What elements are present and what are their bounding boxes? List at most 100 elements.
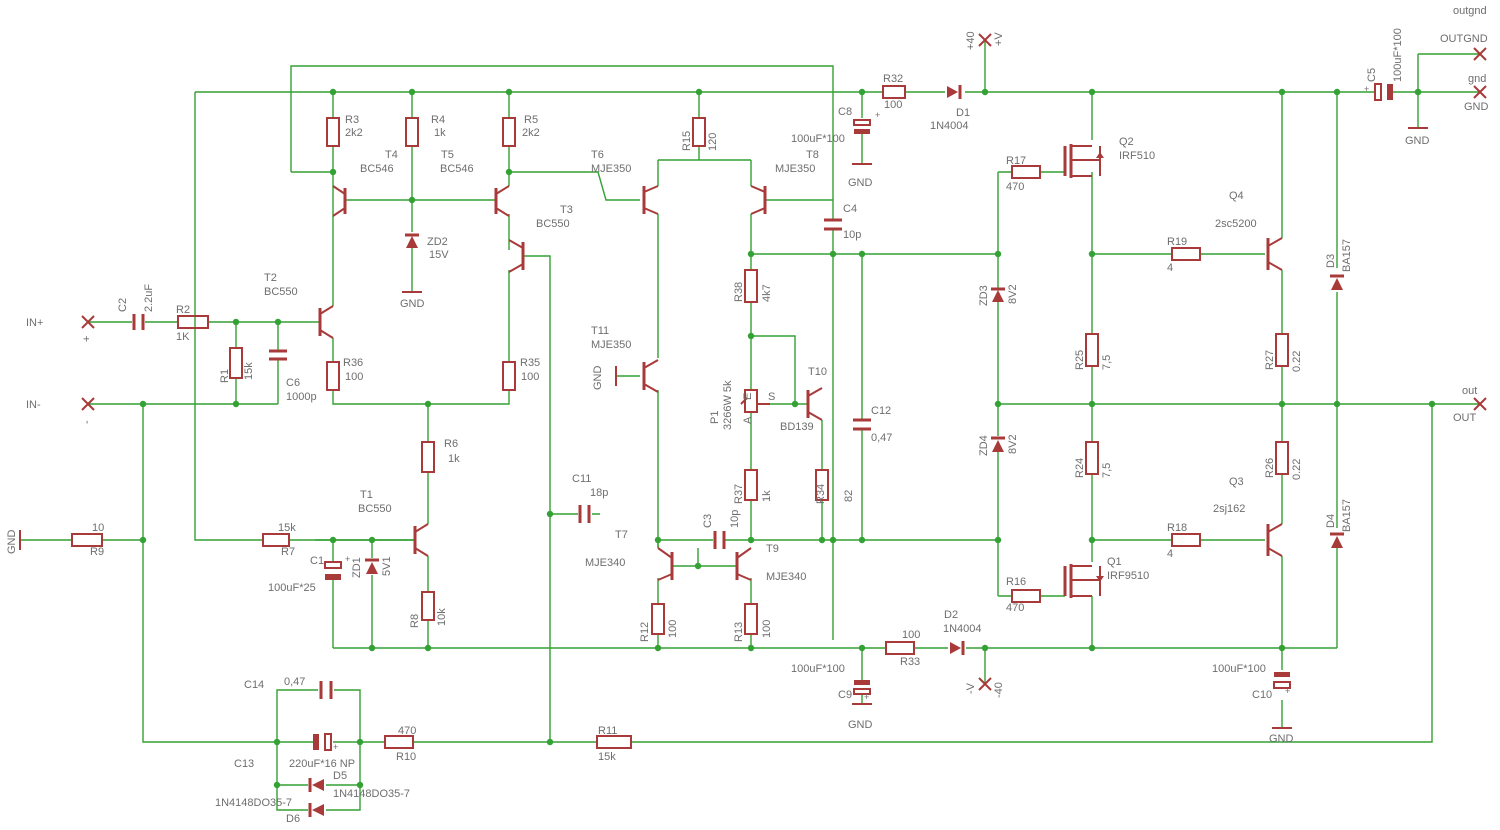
label-q1-value: IRF9510 — [1107, 570, 1149, 582]
label-r13-value: 100 — [761, 620, 773, 638]
label-t4-name: T4 — [385, 149, 398, 161]
label-c12-name: C12 — [871, 405, 891, 417]
diodes — [308, 85, 1344, 817]
port-in-plus-sign: + — [81, 336, 93, 342]
resistor-r9 — [71, 533, 103, 547]
resistor-r13 — [744, 603, 758, 635]
port-in-minus-sign: - — [81, 420, 93, 424]
label-t6-value: MJE350 — [591, 163, 631, 175]
port-outgnd-net: outgnd — [1453, 5, 1487, 17]
label-c9-value: 100uF*100 — [791, 663, 845, 675]
label-t1-name: T1 — [360, 489, 373, 501]
label-t1-value: BC550 — [358, 503, 392, 515]
label-q2-name: Q2 — [1119, 136, 1134, 148]
resistor-r35 — [502, 361, 516, 391]
diode-d1 — [947, 85, 962, 99]
polarity-marks: + + + + + + — [333, 84, 1369, 752]
label-t11-name: T11 — [591, 325, 609, 337]
label-r37-name: R37 — [733, 484, 745, 504]
label-t8-name: T8 — [806, 149, 819, 161]
label-q2-value: IRF510 — [1119, 150, 1155, 162]
resistor-r1 — [229, 347, 243, 379]
capacitor-c10 — [1273, 672, 1291, 689]
label-p1-value: 3266W 5k — [722, 380, 734, 430]
label-r19-value: 4 — [1167, 262, 1173, 274]
label-r2-name: R2 — [176, 304, 190, 316]
diode-d6 — [308, 803, 324, 817]
label-r3-value: 2k2 — [345, 127, 363, 139]
port-in-plus-label: IN+ — [26, 317, 43, 329]
transistors — [318, 144, 1283, 598]
label-p1-pin-e: E — [742, 393, 754, 400]
label-r34-value: 82 — [843, 490, 855, 502]
capacitor-c11 — [578, 505, 591, 523]
junctions — [139, 88, 1436, 789]
resistor-r6 — [421, 441, 435, 473]
label-r26-value: 0.22 — [1291, 459, 1303, 480]
transistor-q4 — [1266, 237, 1283, 271]
label-r5-value: 2k2 — [522, 127, 540, 139]
resistor-r17 — [1011, 165, 1041, 179]
label-c10-name: C10 — [1252, 689, 1272, 701]
transistor-t2 — [318, 305, 334, 339]
capacitors — [132, 83, 1393, 751]
label-r24-value: 7,5 — [1101, 463, 1113, 478]
capacitor-c14 — [319, 681, 333, 699]
resistor-r24 — [1085, 441, 1099, 475]
resistor-r18 — [1171, 533, 1201, 547]
labels: R2 1K R1 15k R3 2k2 R4 1k R5 2k2 R36 100… — [6, 5, 1489, 825]
resistor-r11 — [596, 735, 632, 749]
label-r10-name: R10 — [396, 751, 416, 763]
label-p1-pin-a: A — [742, 416, 754, 424]
label-zd4-value: 8V2 — [1007, 434, 1019, 454]
label-r8-value: 10k — [436, 608, 448, 626]
transistor-t11 — [642, 359, 659, 393]
capacitor-c6 — [269, 349, 287, 361]
label-t5-value: BC546 — [440, 163, 474, 175]
svg-text:+: + — [864, 692, 869, 702]
label-zd1-name: ZD1 — [351, 557, 363, 578]
svg-text:+: + — [345, 554, 350, 564]
resistor-r38 — [744, 269, 758, 303]
label-c9-name: C9 — [838, 689, 852, 701]
capacitor-c4 — [824, 218, 842, 231]
capacitor-c13 — [313, 733, 332, 751]
label-c6-value: 1000p — [286, 391, 317, 403]
capacitor-c5 — [1374, 83, 1393, 101]
label-gnd-c9: GND — [848, 719, 873, 731]
transistor-t6 — [642, 185, 659, 215]
label-r36-name: R36 — [343, 357, 363, 369]
label-t3-value: BC550 — [536, 218, 570, 230]
label-r25-name: R25 — [1074, 350, 1086, 370]
transistor-t7 — [657, 547, 674, 581]
label-c4-value: 10p — [843, 229, 861, 241]
label-zd4-name: ZD4 — [978, 435, 990, 456]
label-c5-name: C5 — [1366, 68, 1378, 82]
transistor-t8 — [750, 185, 767, 215]
resistor-r37 — [744, 469, 758, 501]
port-in-minus-label: IN- — [26, 399, 41, 411]
label-r26-name: R26 — [1264, 458, 1276, 478]
label-r35-value: 100 — [521, 371, 539, 383]
port-gnd-label: GND — [1464, 101, 1489, 113]
port-outgnd-label: OUTGND — [1440, 33, 1488, 45]
label-c11-value: 18p — [590, 487, 608, 499]
label-d2-name: D2 — [944, 609, 958, 621]
label-q4-name: Q4 — [1229, 190, 1244, 202]
transistor-t1 — [413, 523, 429, 557]
mosfet-q1 — [1063, 564, 1104, 598]
resistor-r33 — [885, 641, 915, 655]
label-d2-value: 1N4004 — [943, 623, 982, 635]
port-markers — [81, 33, 1487, 691]
label-r4-name: R4 — [431, 114, 445, 126]
label-q1-name: Q1 — [1107, 556, 1122, 568]
label-r38-name: R38 — [733, 282, 745, 302]
label-t10-name: T10 — [808, 366, 827, 378]
label-t2-value: BC550 — [264, 286, 298, 298]
ground-symbols — [19, 127, 1428, 729]
label-gnd-c8: GND — [848, 177, 873, 189]
resistor-r34 — [815, 469, 829, 501]
label-c2-value: 2.2uF — [143, 284, 155, 312]
label-r6-name: R6 — [444, 438, 458, 450]
label-d4-value: BA157 — [1341, 499, 1353, 532]
